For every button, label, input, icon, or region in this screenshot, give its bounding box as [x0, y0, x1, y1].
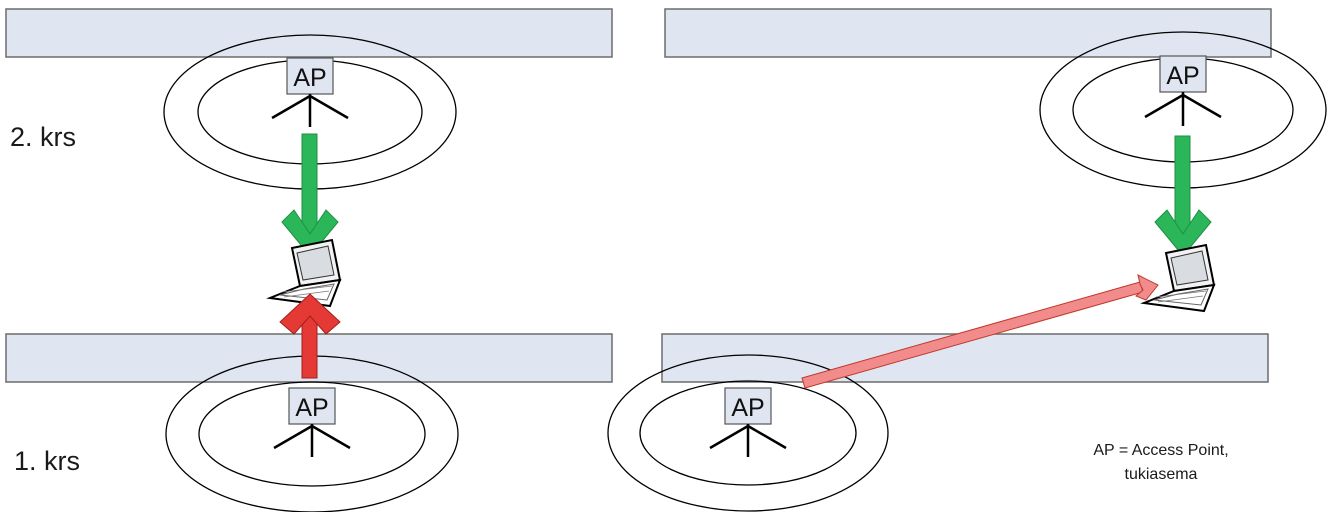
antenna-icon [273, 424, 351, 457]
ap-label: AP [731, 394, 764, 422]
coverage-inner-right-lower [639, 380, 857, 486]
laptop-icon-right [1143, 244, 1215, 312]
laptop-icon-left [269, 239, 341, 307]
access-point-left-lower: AP [273, 387, 351, 457]
floor-label-lower: 1. krs [14, 446, 80, 476]
coverage-inner-left-lower [198, 381, 426, 487]
floor-slab-right-upper [664, 8, 1272, 58]
antenna-icon [1144, 92, 1222, 126]
floor-label-upper: 2. krs [10, 122, 76, 152]
strong-signal-arrow-right-upper [1154, 135, 1212, 257]
antenna-icon [709, 424, 787, 457]
access-point-right-upper: AP [1144, 55, 1222, 126]
strong-signal-arrow-left-lower [279, 293, 341, 379]
legend-line-1: AP = Access Point, [1093, 442, 1228, 459]
legend-line-2: tukiasema [1125, 466, 1198, 483]
ap-label: AP [295, 394, 328, 422]
access-point-right-lower: AP [709, 387, 787, 457]
weak-signal-arrow-right-lower [801, 274, 1159, 389]
access-point-left-upper: AP [271, 57, 349, 127]
ap-label: AP [293, 64, 326, 92]
ap-label: AP [1166, 62, 1199, 90]
antenna-icon [271, 94, 349, 127]
coverage-outer-right-lower [607, 354, 889, 512]
floor-slab-left-upper [5, 8, 613, 58]
strong-signal-arrow-left-upper [281, 133, 339, 257]
